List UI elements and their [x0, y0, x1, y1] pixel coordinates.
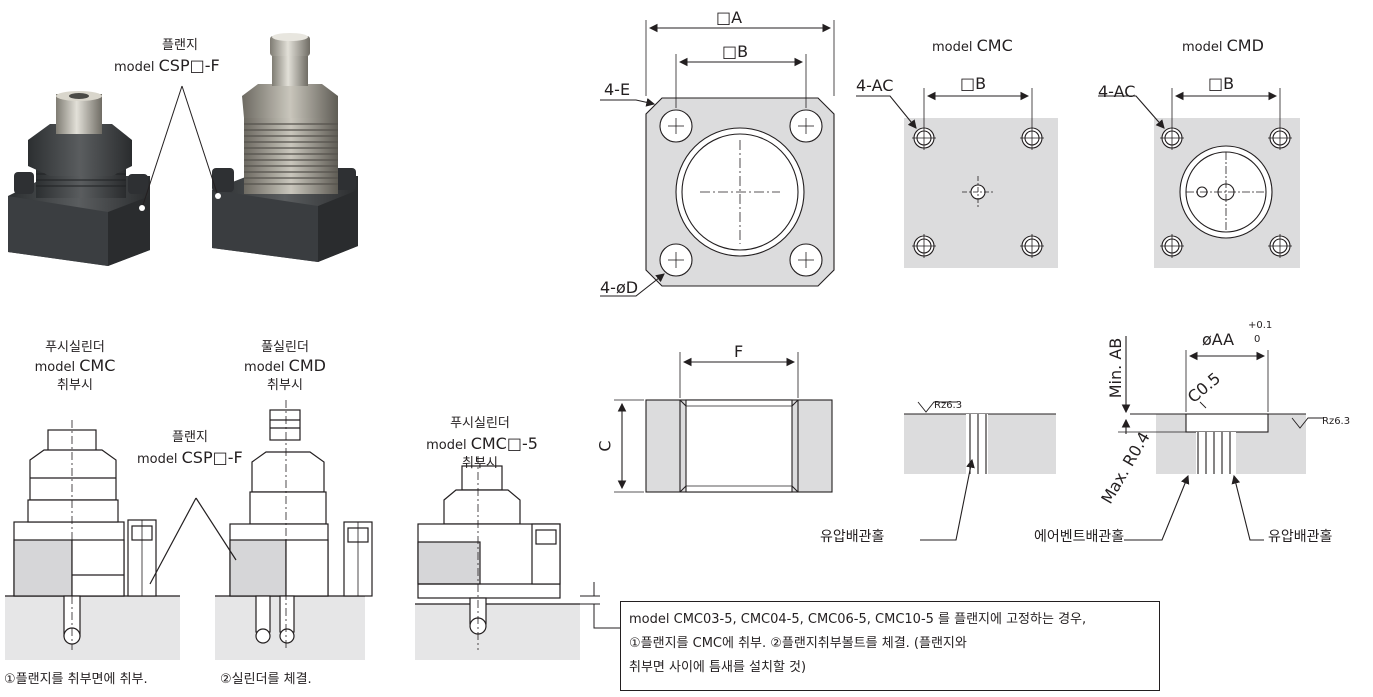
dim-b: □B	[722, 42, 749, 61]
pull-cylinder-section	[229, 400, 373, 650]
photo-model-label: model CSP□-F	[114, 56, 220, 76]
cmc-dim-ac: 4-AC	[856, 76, 894, 95]
install-flange-label: 플랜지	[172, 430, 208, 445]
push-mount: 취부시	[57, 378, 93, 393]
gap-indicator	[580, 582, 620, 629]
dim-d: 4-øD	[600, 278, 639, 297]
push-cylinder-5-section	[417, 456, 561, 650]
push5-mount: 취부시	[462, 456, 498, 471]
leader-dot	[139, 205, 145, 211]
note-line-1: model CMC03-5, CMC04-5, CMC06-5, CMC10-5…	[629, 612, 1087, 627]
roughness-2: Rz6.3	[1322, 416, 1351, 427]
tag-oil-hole-cmd: 유압배관홀	[1268, 529, 1333, 545]
dim-c: C	[595, 440, 615, 452]
installation-note-box: model CMC03-5, CMC04-5, CMC06-5, CMC10-5…	[620, 601, 1160, 691]
dim-aa-upper: +0.1	[1248, 320, 1273, 331]
tag-air-vent: 에어벤트배관홀	[1034, 529, 1125, 545]
note-line-2: ①플랜지를 CMC에 취부. ②플랜지취부볼트를 체결. (플랜지와	[629, 636, 967, 651]
flange-section-view	[614, 352, 833, 493]
cmc-hole-section	[904, 401, 1056, 541]
leader-dot	[215, 193, 221, 199]
note-line-3: 취부면 사이에 틈새를 설치할 것)	[629, 660, 807, 675]
push5-title: 푸시실린더	[450, 416, 510, 431]
dim-f: F	[734, 342, 744, 361]
dim-a: □A	[716, 8, 743, 27]
dim-aa-lower: 0	[1254, 334, 1261, 345]
cmd-mounting-plate	[1098, 88, 1300, 268]
cmd-dim-ac: 4-AC	[1098, 82, 1136, 101]
step2-text: ②실린더를 체결.	[220, 672, 312, 687]
cmd-hole-section	[1118, 336, 1324, 541]
dim-e: 4-E	[604, 80, 631, 99]
push5-model: model CMC□-5	[426, 434, 538, 454]
flange-top-view	[600, 20, 835, 297]
cmc-dim-b: □B	[960, 74, 987, 93]
pull-title: 풀실린더	[261, 340, 309, 355]
pull-cylinder-photo	[212, 33, 358, 262]
push-cylinder-section	[13, 420, 157, 650]
flange-leader-lines	[141, 85, 219, 209]
cmc-model-title: model CMC	[932, 36, 1013, 56]
tag-oil-hole-cmc: 유압배관홀	[820, 529, 885, 545]
install-flange-leader	[149, 497, 237, 585]
step1-text: ①플랜지를 취부면에 취부.	[4, 672, 148, 687]
dim-min-ab: Min. AB	[1106, 337, 1126, 399]
dim-aa: øAA	[1202, 330, 1235, 349]
install-flange-model: model CSP□-F	[137, 448, 243, 468]
push-model: model CMC	[34, 356, 116, 376]
push-cylinder-photo	[8, 91, 150, 266]
push-title: 푸시실린더	[45, 340, 105, 355]
pull-model: model CMD	[244, 356, 326, 376]
pull-mount: 취부시	[267, 378, 303, 393]
roughness-1: Rz6.3	[934, 400, 963, 411]
cmd-model-title: model CMD	[1182, 36, 1264, 56]
cmc-mounting-plate	[856, 88, 1058, 268]
photo-flange-label: 플랜지	[162, 38, 198, 53]
cmd-dim-b: □B	[1208, 74, 1235, 93]
